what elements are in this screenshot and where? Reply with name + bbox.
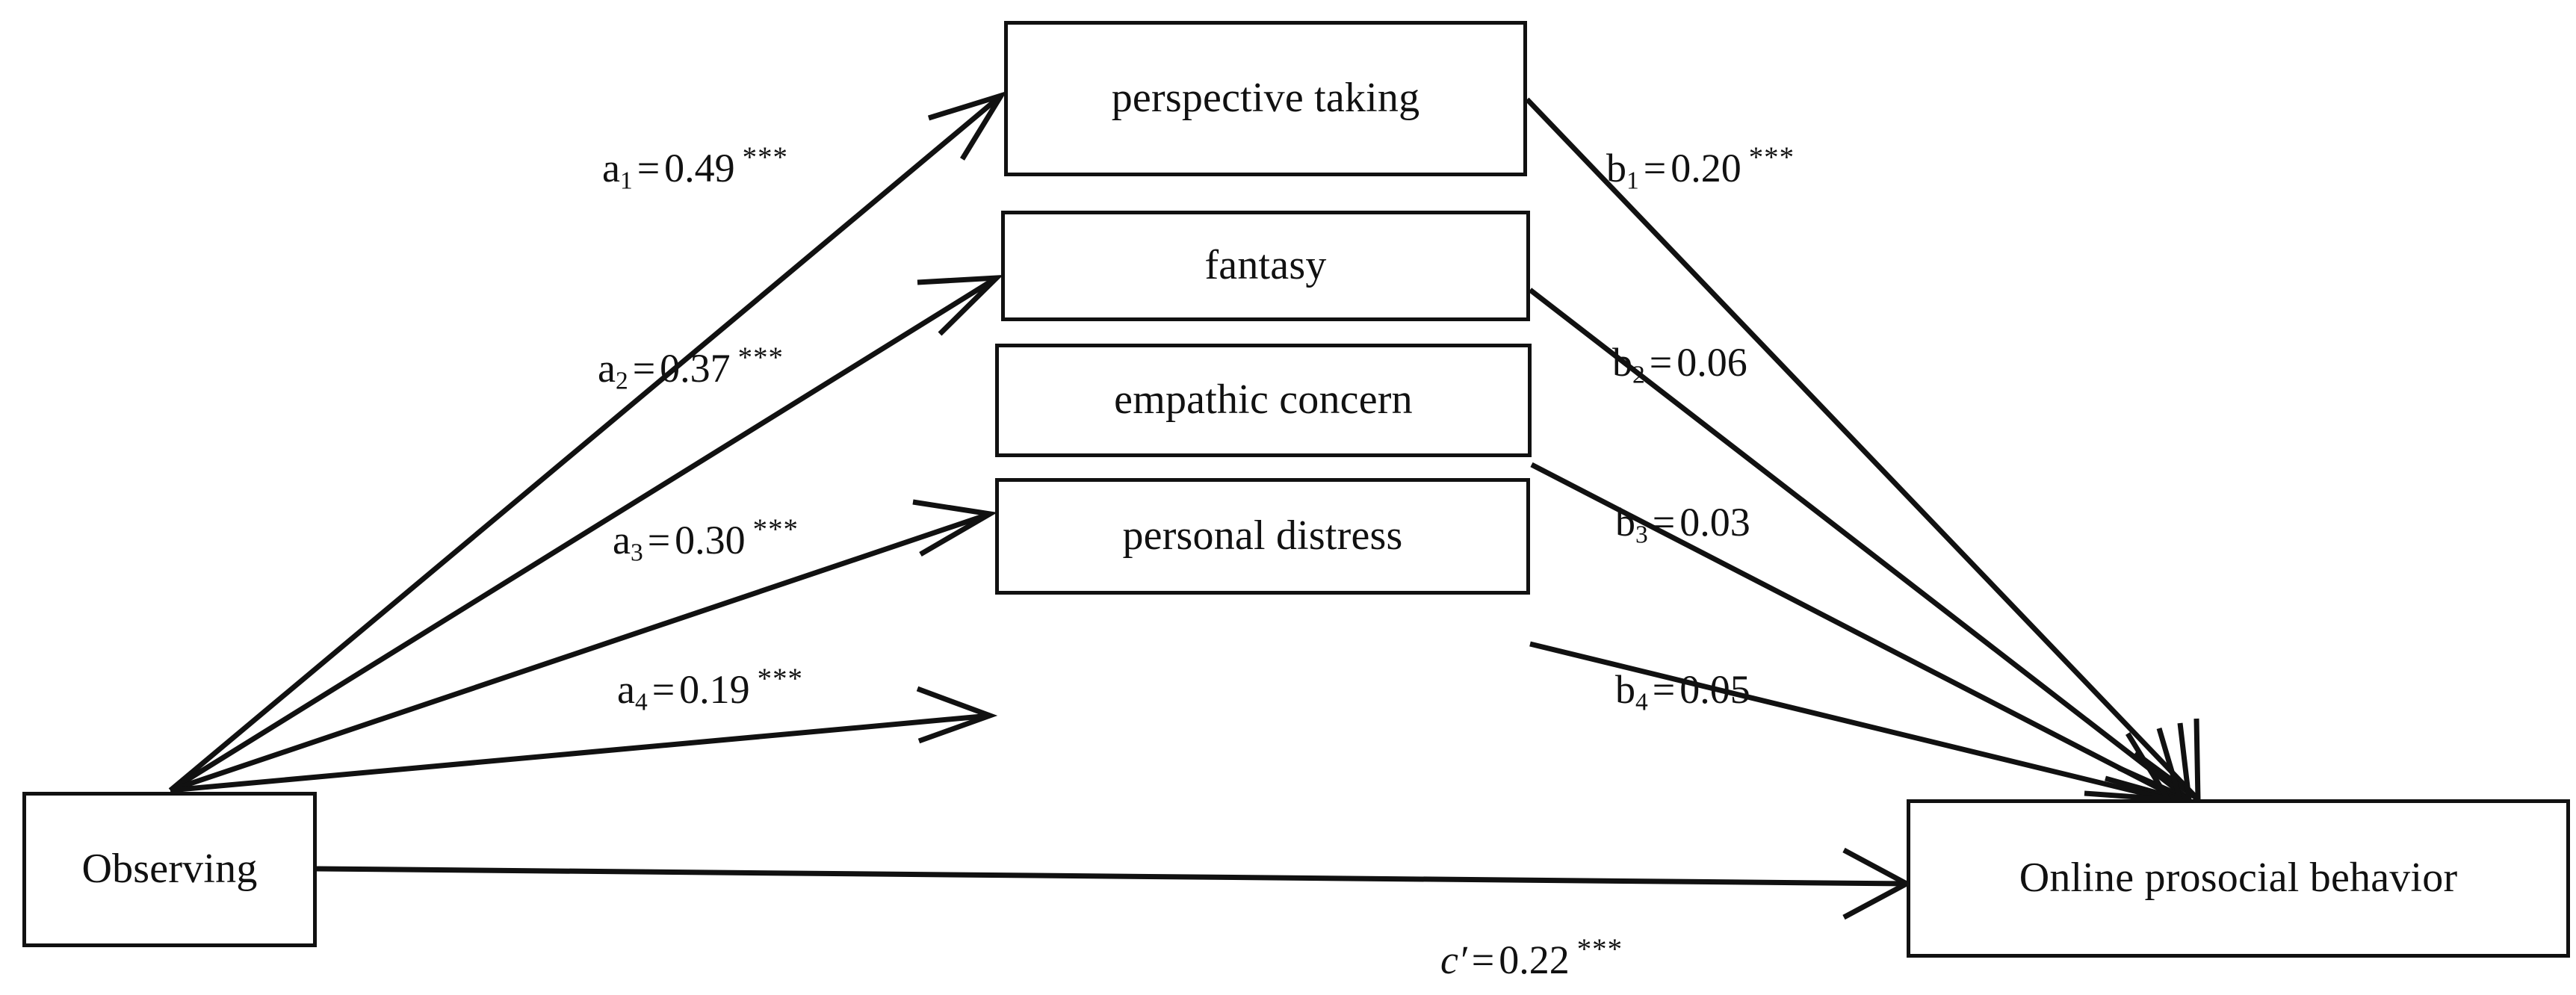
edge-label-b2-symbol: b bbox=[1612, 340, 1632, 385]
arrow-b3 bbox=[1530, 462, 2182, 802]
edge-label-b1-value: 0.20 bbox=[1671, 146, 1741, 191]
edge-label-a1-equals: = bbox=[637, 146, 660, 191]
edge-label-b4-value: 0.05 bbox=[1679, 667, 1750, 713]
edge-label-c-prime: c′=0.22*** bbox=[1440, 933, 1623, 983]
edge-label-b4: b4=0.05 bbox=[1615, 665, 1758, 715]
node-perspective-taking[interactable]: perspective taking bbox=[1004, 21, 1527, 176]
edge-label-b1-stars: *** bbox=[1748, 141, 1795, 173]
node-empathic-concern-label: empathic concern bbox=[1114, 376, 1413, 424]
edge-label-b2-value: 0.06 bbox=[1676, 340, 1747, 385]
edge-label-b1-subscript: 1 bbox=[1626, 167, 1639, 195]
edge-label-a3: a3=0.30*** bbox=[613, 515, 799, 565]
edge-label-a3-subscript: 3 bbox=[630, 539, 643, 567]
node-fantasy[interactable]: fantasy bbox=[1001, 211, 1530, 321]
edge-label-a3-symbol: a bbox=[613, 518, 631, 563]
edge-label-a2-equals: = bbox=[632, 346, 656, 391]
edge-label-a3-value: 0.30 bbox=[675, 518, 746, 563]
arrow-a2 bbox=[169, 276, 998, 793]
edge-label-b1: b1=0.20*** bbox=[1606, 143, 1795, 193]
node-personal-distress-label: personal distress bbox=[1122, 512, 1403, 560]
edge-label-a4-value: 0.19 bbox=[679, 667, 750, 713]
edge-label-b3-value: 0.03 bbox=[1679, 500, 1750, 545]
edge-label-a4-stars: *** bbox=[757, 663, 803, 695]
edge-label-b4-equals: = bbox=[1652, 667, 1676, 713]
edge-label-a1-symbol: a bbox=[602, 146, 620, 191]
edge-label-a4-equals: = bbox=[651, 667, 675, 713]
edge-label-a2-value: 0.37 bbox=[660, 346, 731, 391]
arrow-b1 bbox=[1525, 97, 2200, 802]
edge-label-a3-equals: = bbox=[647, 518, 671, 563]
edge-label-a1-stars: *** bbox=[742, 141, 788, 173]
edge-label-a4-symbol: a bbox=[617, 667, 635, 713]
arrowhead-a1 bbox=[927, 90, 1007, 161]
edge-label-a1: a1=0.49*** bbox=[602, 143, 788, 193]
node-observing-label: Observing bbox=[81, 846, 258, 893]
node-empathic-concern[interactable]: empathic concern bbox=[995, 344, 1532, 457]
edge-label-a4: a4=0.19*** bbox=[617, 663, 803, 716]
node-personal-distress[interactable]: personal distress bbox=[995, 478, 1530, 595]
edge-label-b3-subscript: 3 bbox=[1635, 521, 1648, 549]
edge-label-a2: a2=0.37*** bbox=[598, 341, 784, 395]
arrow-b2 bbox=[1528, 288, 2191, 802]
edge-label-a2-subscript: 2 bbox=[615, 367, 628, 395]
node-fantasy-label: fantasy bbox=[1204, 242, 1327, 289]
arrow-a1 bbox=[168, 93, 1003, 793]
edge-label-a4-subscript: 4 bbox=[634, 688, 648, 716]
edge-label-a2-symbol: a bbox=[598, 346, 616, 391]
edge-label-b4-symbol: b bbox=[1615, 667, 1635, 713]
edge-label-b1-symbol: b bbox=[1606, 146, 1626, 191]
edge-label-b2-subscript: 2 bbox=[1632, 361, 1645, 389]
edge-label-a3-stars: *** bbox=[752, 513, 799, 545]
arrow-a4 bbox=[170, 713, 991, 793]
edge-label-c-prime-symbol: c′ bbox=[1440, 937, 1467, 983]
edge-label-b3-symbol: b bbox=[1615, 500, 1635, 545]
arrow-a3 bbox=[169, 511, 991, 793]
arrow-b4 bbox=[1529, 641, 2169, 802]
edge-label-c-prime-value: 0.22 bbox=[1499, 937, 1570, 983]
edge-label-a1-subscript: 1 bbox=[619, 167, 633, 195]
edge-label-b3-equals: = bbox=[1652, 500, 1676, 545]
edge-label-a2-stars: *** bbox=[737, 341, 784, 373]
node-perspective-taking-label: perspective taking bbox=[1111, 75, 1420, 122]
edge-label-b2: b2=0.06 bbox=[1612, 338, 1755, 388]
edge-label-a1-value: 0.49 bbox=[664, 146, 735, 191]
edge-label-c-prime-stars: *** bbox=[1576, 933, 1623, 965]
node-online-prosocial-behavior[interactable]: Online prosocial behavior bbox=[1907, 799, 2570, 958]
arrow-c-prime bbox=[316, 866, 1906, 887]
edge-label-b3: b3=0.03 bbox=[1615, 497, 1758, 548]
arrowhead-a3 bbox=[912, 499, 998, 557]
arrowhead-a2 bbox=[917, 274, 1004, 336]
node-observing[interactable]: Observing bbox=[22, 792, 317, 947]
node-online-prosocial-behavior-label: Online prosocial behavior bbox=[2019, 855, 2458, 902]
edge-label-b4-subscript: 4 bbox=[1635, 688, 1648, 716]
edge-label-c-prime-equals: = bbox=[1471, 937, 1495, 983]
edge-label-b2-equals: = bbox=[1649, 340, 1673, 385]
arrowhead-a4 bbox=[916, 686, 998, 744]
edge-label-b1-equals: = bbox=[1643, 146, 1667, 191]
